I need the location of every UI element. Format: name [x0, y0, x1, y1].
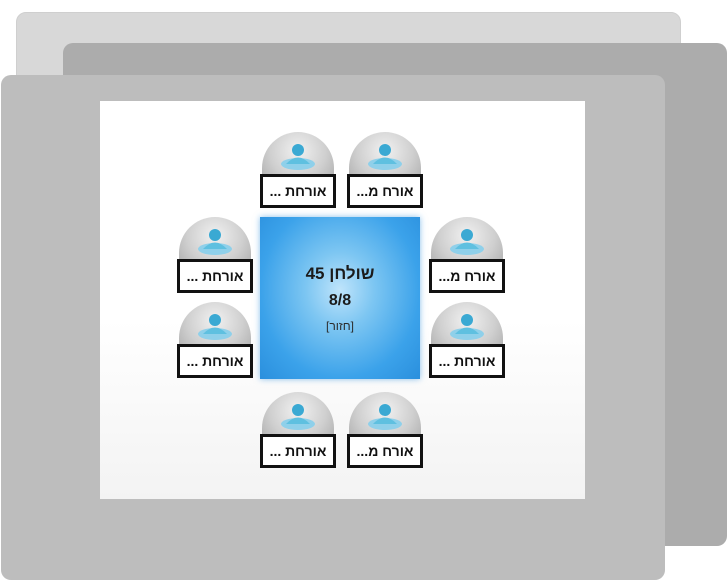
seat-right-lower[interactable]: אורחת ...	[429, 302, 505, 378]
person-icon	[368, 144, 402, 170]
seat-top-left[interactable]: אורחת ...	[260, 132, 336, 208]
seat-bottom-left[interactable]: אורחת ...	[260, 392, 336, 468]
person-icon	[368, 404, 402, 430]
table-occupancy: 8/8	[328, 292, 352, 309]
seat-bottom-right[interactable]: אורח מ...	[347, 392, 423, 468]
person-icon	[198, 314, 232, 340]
table-45[interactable]: שולחן 45 8/8 [חזור]	[260, 217, 420, 379]
seat-top-right[interactable]: אורח מ...	[347, 132, 423, 208]
seat-left-lower[interactable]: אורחת ...	[177, 302, 253, 378]
seat-left-upper[interactable]: אורחת ...	[177, 217, 253, 293]
person-icon	[198, 229, 232, 255]
seat-label: אורח מ...	[429, 259, 505, 293]
person-icon	[450, 229, 484, 255]
seat-label: אורחת ...	[177, 259, 253, 293]
table-name: שולחן 45	[305, 264, 375, 283]
seat-right-upper[interactable]: אורח מ...	[429, 217, 505, 293]
seat-label: אורחת ...	[260, 174, 336, 208]
seat-label: אורחת ...	[429, 344, 505, 378]
seat-label: אורחת ...	[260, 434, 336, 468]
person-icon	[281, 404, 315, 430]
seat-label: אורח מ...	[347, 434, 423, 468]
seat-label: אורח מ...	[347, 174, 423, 208]
seat-label: אורחת ...	[177, 344, 253, 378]
person-icon	[450, 314, 484, 340]
back-link[interactable]: [חזור]	[326, 319, 354, 333]
person-icon	[281, 144, 315, 170]
